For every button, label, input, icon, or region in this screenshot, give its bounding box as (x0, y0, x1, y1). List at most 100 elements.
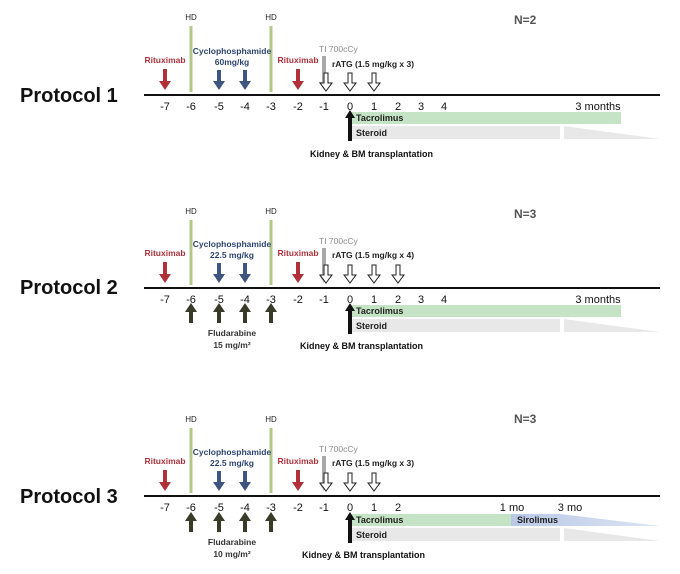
protocol-1-tick-1: 1 (371, 101, 377, 113)
protocol-3-n-label: N=3 (514, 412, 537, 426)
protocol-3-fludarabine-arrow-4 (265, 512, 277, 532)
protocol-2-rituximab-arrow-1 (159, 262, 171, 283)
protocol-1-tick-m7: -7 (160, 101, 170, 113)
protocol-2-steroid-bar (350, 319, 660, 332)
protocol-1-tick-4: 4 (441, 101, 447, 113)
protocol-1-ti-label: TI 700cCy (319, 44, 358, 54)
protocol-2-tick-4: 4 (441, 294, 447, 306)
protocol-1-tacrolimus-label: Tacrolimus (356, 113, 403, 123)
protocol-3-ratg-arrow-0 (319, 472, 333, 492)
protocol-1-end-label: 3 months (575, 101, 621, 113)
protocol-3-cyclo-dose: 22.5 mg/kg (210, 458, 254, 468)
protocol-2-hd-bar-1 (189, 220, 193, 285)
protocol-3-sirolimus-label: Sirolimus (517, 515, 558, 525)
protocol-2-fludarabine-arrow-1 (185, 303, 197, 323)
protocol-2-fludarabine-dose: 15 mg/m² (213, 340, 250, 350)
protocol-3-fludarabine-arrow-2 (213, 512, 225, 532)
protocol-1-tacrolimus-bar (350, 112, 621, 124)
protocol-3-tick-m5: -5 (214, 502, 224, 514)
protocol-2-transplant-arrow (345, 303, 355, 334)
protocol-1-tick-m6: -6 (186, 101, 196, 113)
protocol-2-fludarabine-label: Fludarabine (208, 328, 256, 338)
protocol-1-ratg-arrow-2 (367, 72, 381, 92)
protocol-2-steroid-label: Steroid (356, 321, 387, 331)
protocol-3-rituximab-arrow-1 (159, 470, 171, 491)
protocol-1-hd-bar-1 (189, 26, 193, 92)
protocol-3-tick-m2: -2 (293, 502, 303, 514)
protocol-2-tick-m2: -2 (293, 294, 303, 306)
protocol-1-tick-m3: -3 (266, 101, 276, 113)
protocol-1-tick-m1: -1 (319, 101, 329, 113)
protocol-3-fludarabine-arrow-3 (239, 512, 251, 532)
protocol-2: Protocol 2 N=3 -7 -6 -5 -4 -3 -2 -1 0 1 … (20, 207, 660, 351)
protocol-3-tick-m1: -1 (319, 502, 329, 514)
protocol-3-end-label: 3 mo (558, 502, 582, 514)
protocol-3-tick-2: 2 (395, 502, 401, 514)
protocol-2-end-label: 3 months (575, 294, 621, 306)
protocol-3-cyclo-arrow-1 (213, 471, 225, 491)
protocol-3-ratg-label: rATG (1.5 mg/kg x 3) (332, 458, 414, 468)
protocol-1-cyclo-arrow-2 (239, 70, 251, 90)
protocol-1-ratg-label: rATG (1.5 mg/kg x 3) (332, 59, 414, 69)
protocol-3-mid-label: 1 mo (500, 502, 524, 514)
protocol-2-rituximab-label-1: Rituximab (144, 248, 185, 258)
protocol-1: Protocol 1 N=2 -7 -6 -5 -4 -3 -2 -1 0 1 … (20, 13, 660, 159)
protocol-3-fludarabine-arrow-1 (185, 512, 197, 532)
protocol-1-tick-0: 0 (347, 101, 353, 113)
protocol-1-rituximab-arrow-1 (159, 69, 171, 90)
protocol-3-tacrolimus-bar (350, 514, 511, 526)
protocol-2-hd-label-2: HD (265, 207, 277, 216)
protocol-3-tick-m3: -3 (266, 502, 276, 514)
protocol-2-hd-bar-2 (269, 220, 273, 285)
protocol-2-cyclo-label: Cyclophosphamide (193, 239, 272, 249)
protocol-3-transplant-arrow (345, 512, 355, 543)
protocol-1-rituximab-label-1: Rituximab (144, 55, 185, 65)
protocol-2-tick-2: 2 (395, 294, 401, 306)
protocol-3-hd-bar-1 (189, 428, 193, 493)
protocol-1-tick-m5: -5 (214, 101, 224, 113)
protocol-3-rituximab-label-1: Rituximab (144, 456, 185, 466)
protocol-2-fludarabine-arrow-2 (213, 303, 225, 323)
protocol-2-tick-1: 1 (371, 294, 377, 306)
protocol-2-n-label: N=3 (514, 207, 537, 221)
protocol-3-rituximab-arrow-2 (292, 470, 304, 491)
protocol-1-tick-m4: -4 (240, 101, 250, 113)
protocol-3-tacrolimus-label: Tacrolimus (356, 515, 403, 525)
protocol-2-ti-label: TI 700cCy (319, 236, 358, 246)
protocol-3-tick-0: 0 (347, 502, 353, 514)
protocol-1-tick-2: 2 (395, 101, 401, 113)
protocol-3-ratg-arrow-2 (367, 472, 381, 492)
protocol-3-cyclo-arrow-2 (239, 471, 251, 491)
protocol-3-hd-label-1: HD (185, 415, 197, 424)
protocol-1-n-label: N=2 (514, 13, 537, 27)
protocol-2-tick-m4: -4 (240, 294, 250, 306)
protocol-2-rituximab-label-2: Rituximab (277, 248, 318, 258)
protocol-2-transplant-label: Kidney & BM transplantation (300, 341, 423, 351)
protocol-2-fludarabine-arrow-4 (265, 303, 277, 323)
protocol-3-steroid-label: Steroid (356, 530, 387, 540)
protocol-1-tick-m2: -2 (293, 101, 303, 113)
protocol-2-tick-m7: -7 (160, 294, 170, 306)
protocol-2-cyclo-dose: 22.5 mg/kg (210, 250, 254, 260)
protocol-3-fludarabine-dose: 10 mg/m² (213, 549, 250, 559)
protocol-3-steroid-bar (350, 528, 660, 541)
protocol-3-cyclo-label: Cyclophosphamide (193, 447, 272, 457)
protocol-1-steroid-bar (350, 126, 660, 139)
protocol-3-title: Protocol 3 (20, 486, 118, 508)
protocol-1-rituximab-arrow-2 (292, 69, 304, 90)
protocol-1-cyclo-label: Cyclophosphamide (193, 46, 272, 56)
protocol-3-hd-bar-2 (269, 428, 273, 493)
protocol-1-hd-label-1: HD (185, 13, 197, 22)
protocol-3-transplant-label: Kidney & BM transplantation (302, 550, 425, 560)
protocol-2-ratg-arrow-3 (391, 264, 405, 284)
protocol-2-tick-0: 0 (347, 294, 353, 306)
protocol-2-ratg-label: rATG (1.5 mg/kg x 4) (332, 250, 414, 260)
protocol-1-transplant-label: Kidney & BM transplantation (310, 149, 433, 159)
protocol-2-tick-3: 3 (418, 294, 424, 306)
protocol-1-ratg-arrow-1 (343, 72, 357, 92)
protocol-2-tick-m1: -1 (319, 294, 329, 306)
protocol-1-ratg-arrow-0 (319, 72, 333, 92)
protocol-1-steroid-label: Steroid (356, 128, 387, 138)
protocol-2-tick-m3: -3 (266, 294, 276, 306)
